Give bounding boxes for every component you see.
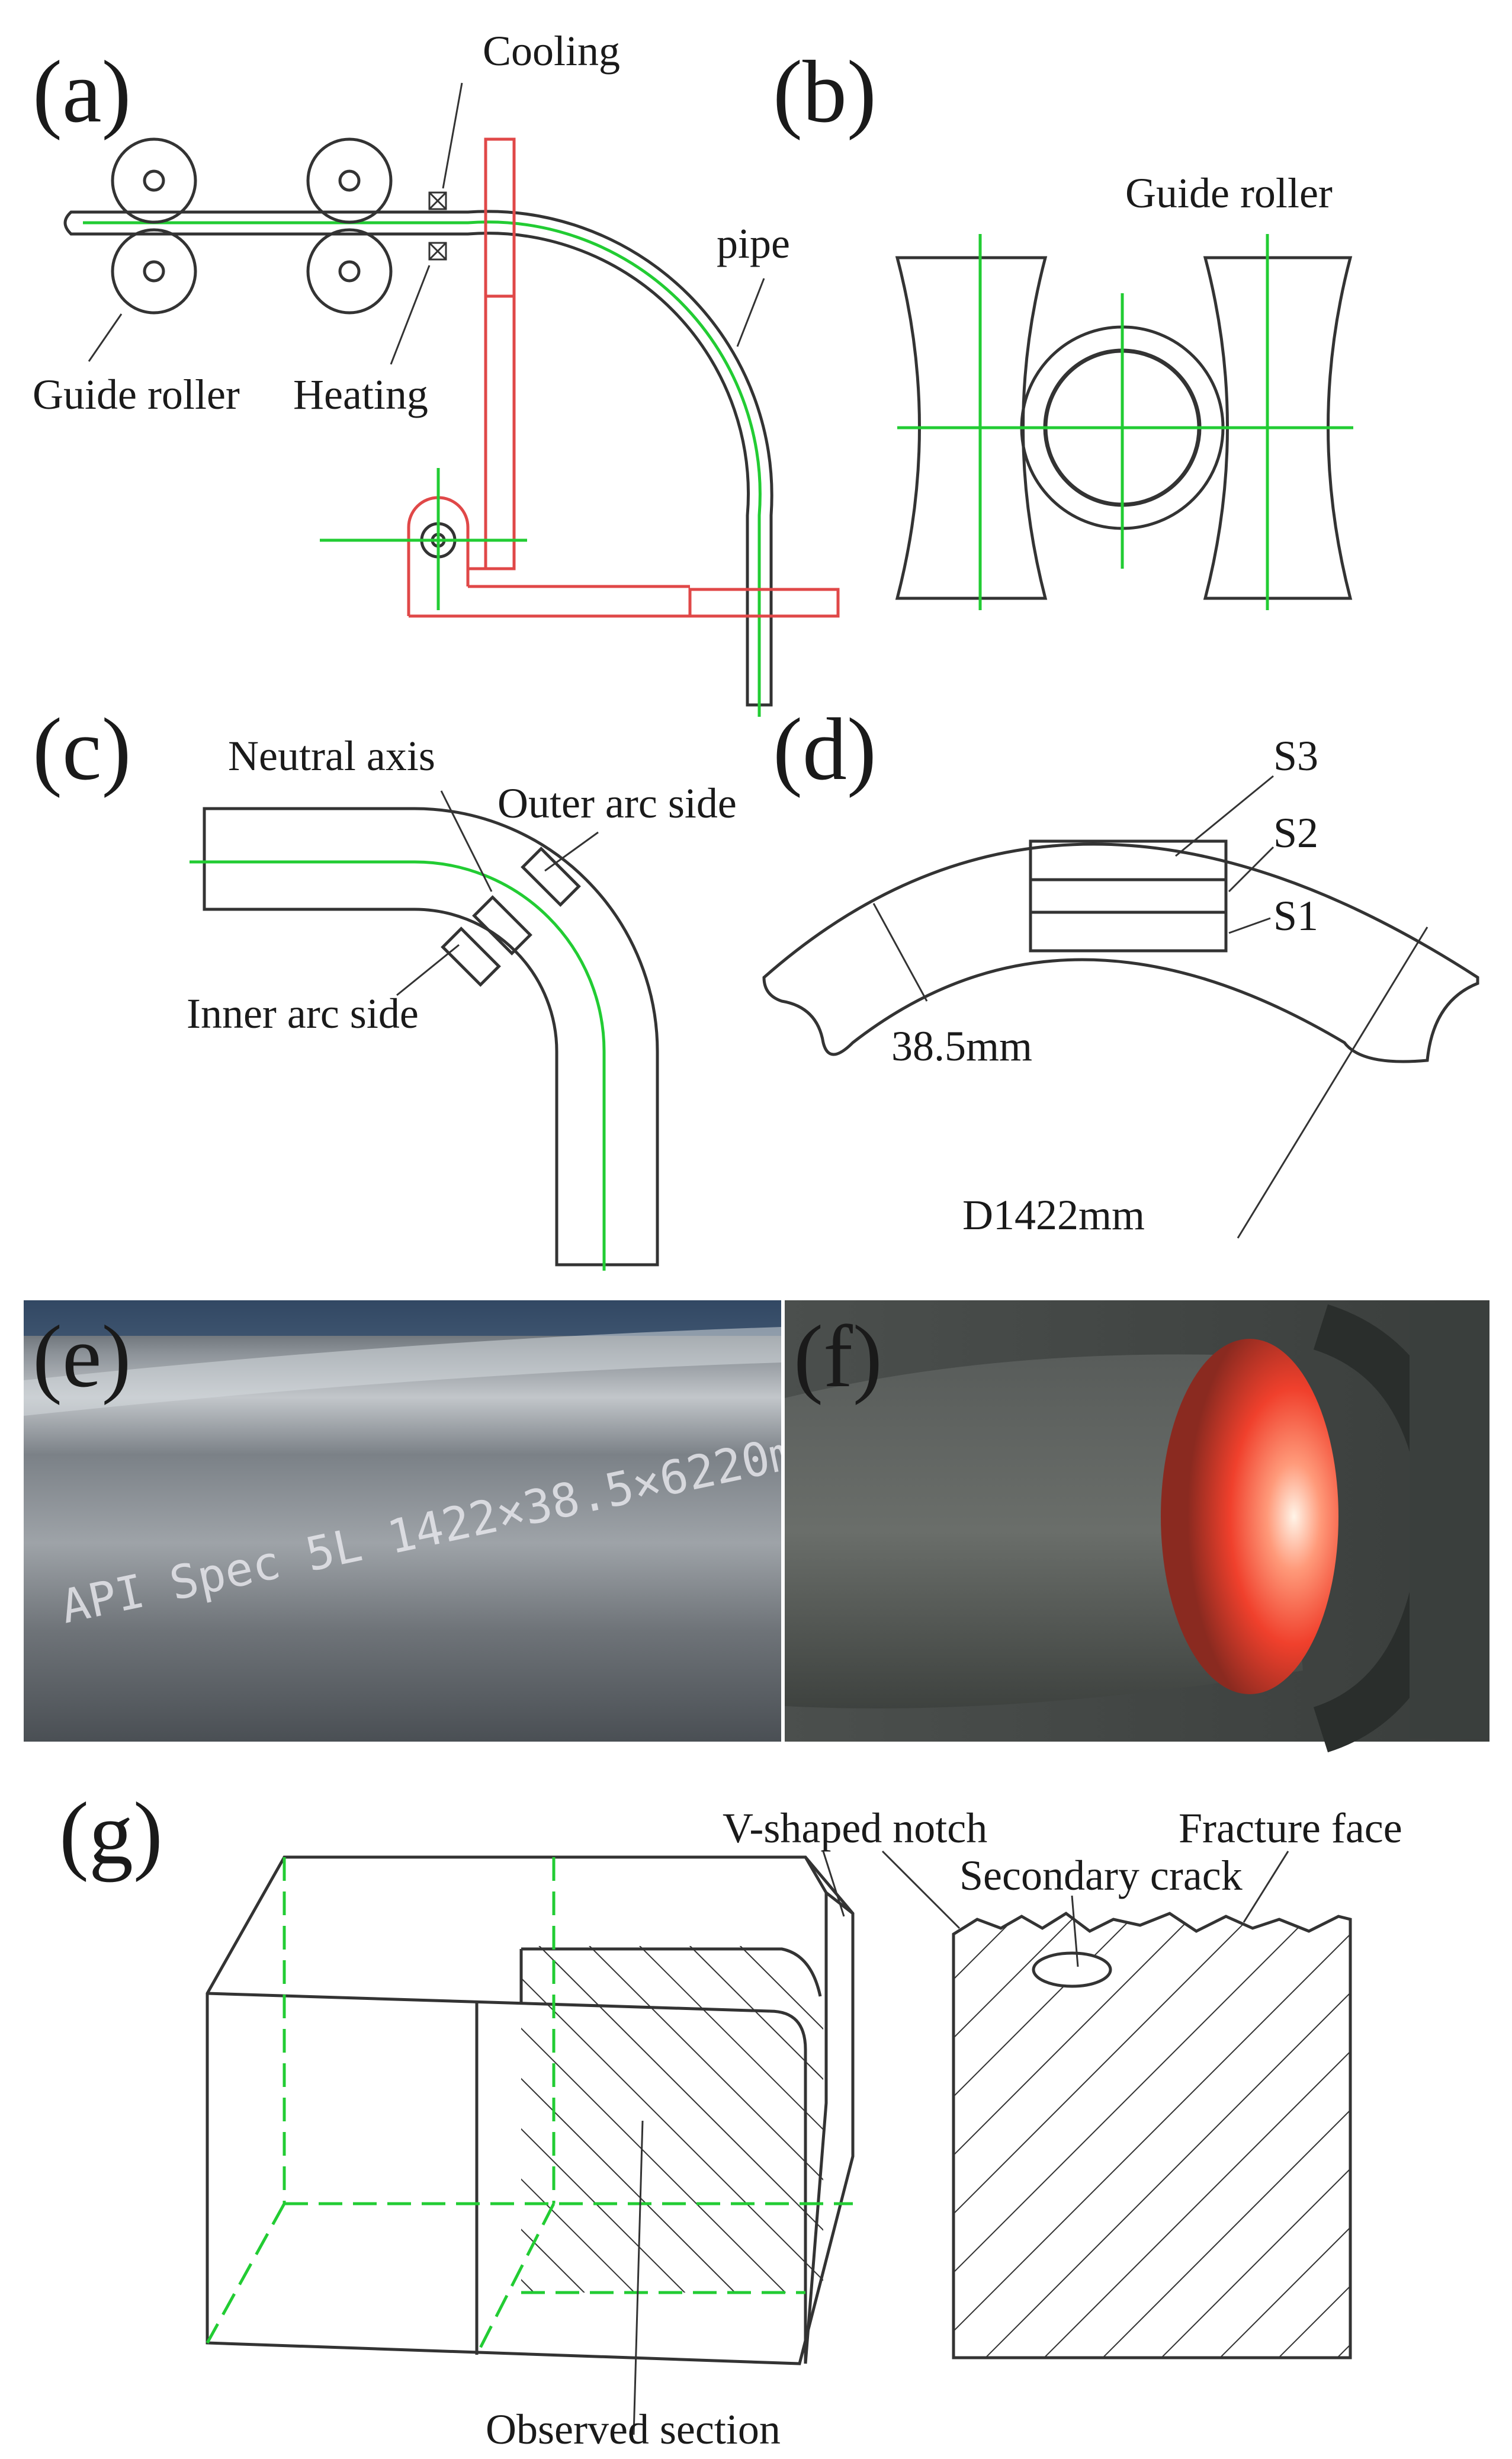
label-s1: S1	[1273, 892, 1318, 940]
observed-section-hatch	[521, 1946, 823, 2293]
fracture-section-outline	[952, 1911, 1352, 2359]
leader-inner-arc	[396, 944, 460, 996]
photo-induction-glow	[1161, 1339, 1338, 1694]
thickness-dim	[872, 903, 928, 1002]
leader-v-notch-right	[881, 1850, 961, 1929]
panel-e: API Spec 5L 1422×38.5×6220mm (e)	[24, 1300, 829, 1742]
leader-s2	[1228, 846, 1275, 893]
label-pipe: pipe	[717, 220, 790, 267]
guide-rollers-a	[111, 137, 393, 315]
panel-c: (c) Neutral axis Outer arc side Inner ar…	[33, 700, 737, 1271]
leader-neutral-axis	[440, 790, 493, 892]
label-thickness: 38.5mm	[891, 1022, 1032, 1070]
pipe-wall-segment	[762, 842, 1479, 1063]
panel-b: (b) Guide roller	[773, 43, 1353, 610]
pipe-centerline	[83, 220, 762, 717]
label-guide-roller-a: Guide roller	[33, 371, 240, 418]
label-neutral-axis: Neutral axis	[228, 732, 435, 780]
leader-cooling	[442, 82, 463, 189]
photo-machine-side	[1410, 1303, 1489, 1739]
leader-s1	[1228, 917, 1271, 934]
leader-s3	[1175, 775, 1274, 857]
photo-background-strip	[24, 1300, 782, 1336]
leader-heating	[390, 265, 431, 365]
label-guide-roller-b: Guide roller	[1125, 169, 1333, 217]
panel-g: (g) Observed section V-shaped not	[59, 1784, 1402, 2453]
label-fracture-face: Fracture face	[1179, 1804, 1402, 1852]
guide-roller-right	[1203, 256, 1353, 600]
secondary-crack-ellipse	[1032, 1951, 1112, 1988]
panel-f-tag: (f)	[794, 1307, 882, 1406]
wall-layers	[1029, 839, 1228, 953]
specimen-hidden-edges	[206, 1857, 853, 2356]
label-secondary-crack: Secondary crack	[959, 1852, 1243, 1899]
leader-outer-arc	[544, 831, 599, 872]
leader-fracture-face	[1243, 1851, 1289, 1923]
panel-d: (d) S3 S2 S1 38.5mm D1422mm	[762, 700, 1479, 1239]
label-v-notch: V-shaped notch	[723, 1804, 987, 1852]
rotating-arm-frame	[407, 137, 840, 618]
label-diameter: D1422mm	[962, 1191, 1145, 1239]
panel-a: (a)	[33, 27, 840, 717]
leader-guide-roller-a	[88, 313, 123, 362]
panel-c-tag: (c)	[33, 700, 131, 799]
panel-g-tag: (g)	[59, 1784, 163, 1883]
panel-b-tag: (b)	[773, 43, 877, 141]
charpy-specimen	[206, 1855, 855, 2365]
label-heating: Heating	[293, 371, 428, 418]
panel-f: (f)	[785, 1300, 1489, 1753]
panel-e-tag: (e)	[33, 1307, 131, 1406]
fracture-section-hatch	[954, 1913, 1350, 2358]
leader-v-notch-left	[822, 1851, 845, 1917]
label-outer-arc: Outer arc side	[497, 780, 737, 827]
label-s2: S2	[1273, 809, 1318, 857]
guide-roller-left	[895, 256, 1048, 600]
panel-d-tag: (d)	[773, 700, 877, 799]
leader-pipe	[736, 278, 765, 347]
panel-a-tag: (a)	[33, 43, 131, 141]
leader-secondary-crack	[1071, 1895, 1079, 1967]
label-s3: S3	[1273, 732, 1318, 780]
photo-highlight	[24, 1327, 782, 1416]
leader-diameter	[1237, 926, 1428, 1239]
label-cooling: Cooling	[483, 27, 620, 75]
pipe-outline	[63, 210, 773, 707]
leader-observed-section	[633, 2120, 644, 2435]
label-observed-section: Observed section	[486, 2406, 781, 2453]
label-inner-arc: Inner arc side	[187, 990, 419, 1037]
bend-centerline	[190, 860, 606, 1271]
heating-cooling-coil	[428, 191, 447, 261]
bend-specimens	[441, 847, 581, 987]
